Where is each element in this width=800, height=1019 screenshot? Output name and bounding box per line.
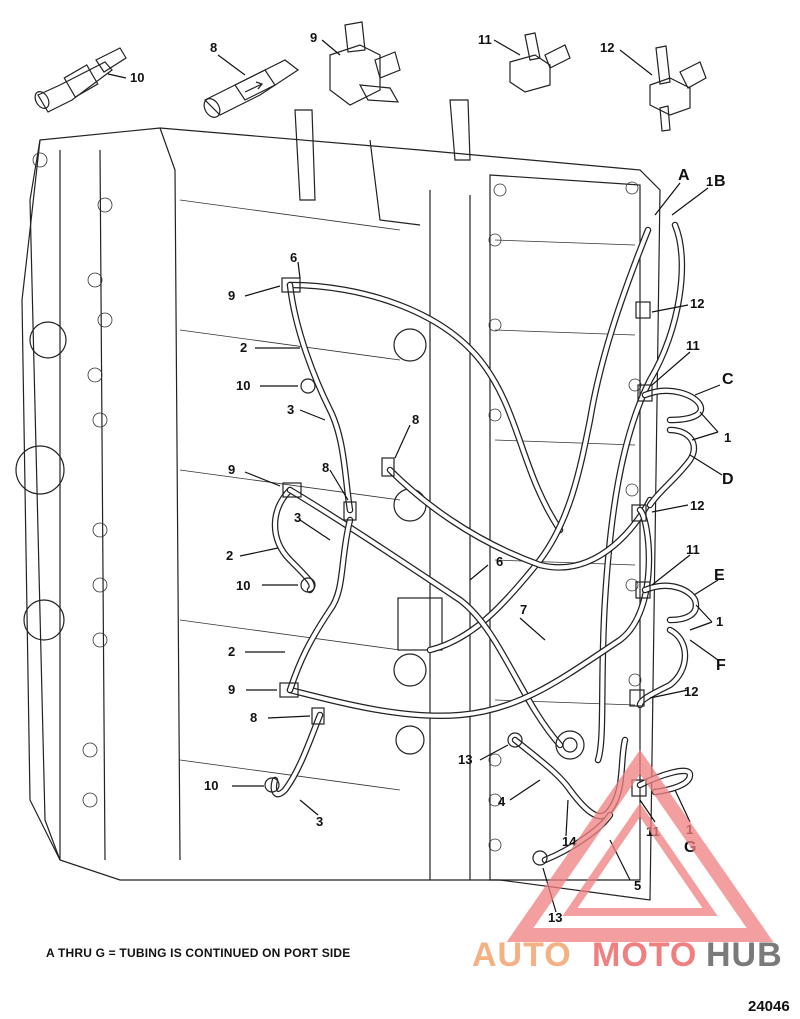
callout-F: F (716, 657, 726, 674)
callout-9-middle: 9 (228, 462, 235, 477)
callout-2-lower: 2 (228, 644, 235, 659)
callout-8-lower: 8 (250, 710, 257, 725)
callout-9-upper: 9 (228, 288, 235, 303)
fitting-10-illustration (34, 47, 127, 113)
callout-10-upper: 10 (236, 378, 250, 393)
callout-1-CD: 1 (724, 430, 731, 445)
callout-10-top: 10 (130, 70, 144, 85)
fuel-tubing (270, 221, 705, 864)
callout-D: D (722, 471, 734, 488)
fitting-8-illustration (203, 59, 300, 118)
tubing-continuation-note: A THRU G = TUBING IS CONTINUED ON PORT S… (46, 946, 351, 960)
callout-7: 7 (520, 602, 527, 617)
callout-2-upper: 2 (240, 340, 247, 355)
callout-E: E (714, 567, 725, 584)
callout-1-EF: 1 (716, 614, 723, 629)
callout-1-B: 1 (706, 174, 713, 189)
callout-2-middle: 2 (226, 548, 233, 563)
callout-14: 14 (562, 834, 577, 849)
installed-fittings (264, 277, 653, 866)
callout-A: A (678, 167, 690, 184)
engine-block (15, 99, 661, 901)
callout-11-top: 11 (478, 32, 492, 47)
fitting-11-illustration (509, 32, 571, 93)
callout-6-center: 6 (496, 554, 503, 569)
callout-13-upper: 13 (458, 752, 472, 767)
callout-B: B (714, 173, 726, 190)
callout-12-upper: 12 (690, 296, 704, 311)
callout-10-middle: 10 (236, 578, 250, 593)
leader-lines (107, 39, 723, 913)
callout-8-upper: 8 (412, 412, 419, 427)
callout-3-lower: 3 (316, 814, 323, 829)
callout-4: 4 (498, 794, 506, 809)
callout-6-upper: 6 (290, 250, 297, 265)
callout-8-top: 8 (210, 40, 217, 55)
callout-5: 5 (634, 878, 641, 893)
callout-8-middle: 8 (322, 460, 329, 475)
callout-3-upper: 3 (287, 402, 294, 417)
watermark-triangle-logo (506, 749, 774, 942)
watermark-text-moto: MOTO (592, 936, 698, 974)
callout-12-top: 12 (600, 40, 614, 55)
callout-9-top: 9 (310, 30, 317, 45)
watermark-text-hub: HUB (706, 936, 783, 974)
callout-11-middle: 11 (686, 542, 700, 557)
callout-9-lower: 9 (228, 682, 235, 697)
figure-number: 24046 (748, 998, 790, 1015)
watermark-text-auto: AUTO (472, 936, 572, 974)
callout-10-lower: 10 (204, 778, 218, 793)
callout-3-middle: 3 (294, 510, 301, 525)
callout-12-middle: 12 (690, 498, 704, 513)
fitting-9-illustration (329, 21, 401, 106)
fitting-12-illustration (649, 45, 707, 132)
callout-labels: 10 8 9 11 12 6 9 2 10 3 8 9 8 3 2 10 2 9… (130, 30, 734, 925)
callout-13-lower: 13 (548, 910, 562, 925)
callout-11-upper: 11 (686, 338, 700, 353)
callout-C: C (722, 371, 734, 388)
callout-12-lower: 12 (684, 684, 698, 699)
